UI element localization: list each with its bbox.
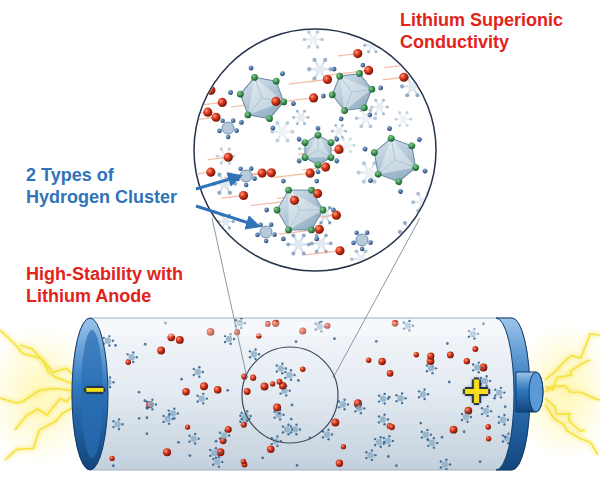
property-label: High-Stability with Lithium Anode: [26, 264, 241, 307]
terminal-sign: +: [463, 368, 497, 414]
callout-label: 2 Types of Hydrogen Cluster: [26, 165, 198, 208]
property-label: Lithium Superionic Conductivity: [400, 10, 590, 53]
terminal-sign: −: [85, 372, 107, 406]
